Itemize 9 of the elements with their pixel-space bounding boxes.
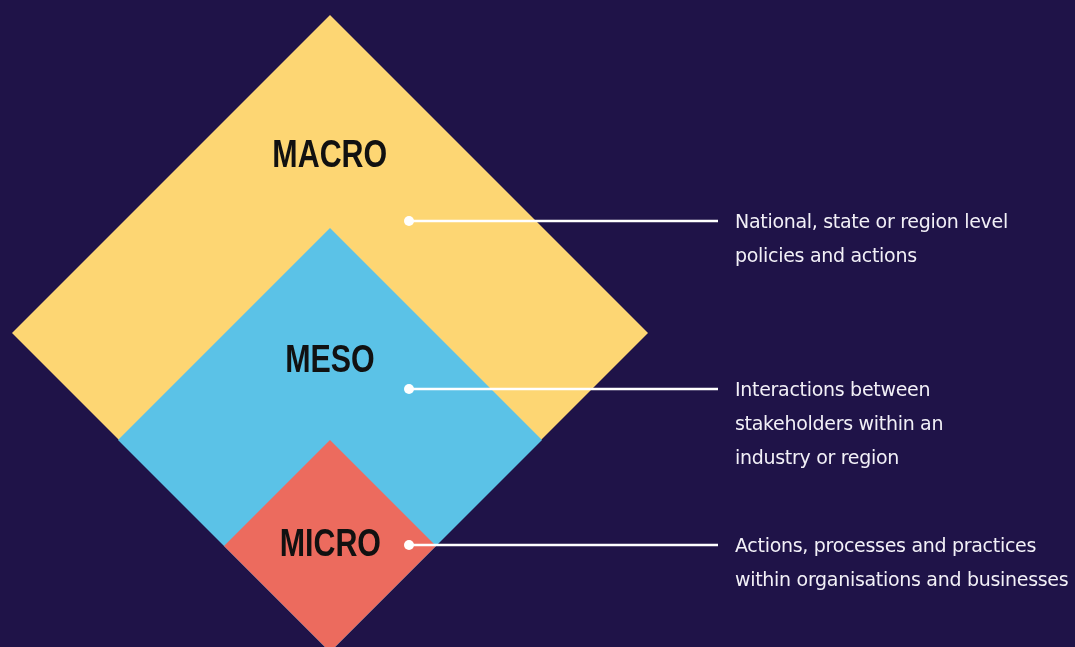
level-title: MACRO: [272, 133, 388, 176]
description-text: Actions, processes and practices within organisations and businesses: [735, 533, 1070, 592]
level-title: MICRO: [279, 522, 381, 565]
leader-line: [404, 216, 718, 226]
level-title: MESO: [285, 338, 375, 381]
leader-line: [404, 384, 718, 394]
leader-line: [404, 540, 718, 550]
description-text: Interactions between stakeholders within an industry or region: [735, 377, 945, 470]
description-text: National, state or region level policies and actions: [735, 209, 1009, 268]
